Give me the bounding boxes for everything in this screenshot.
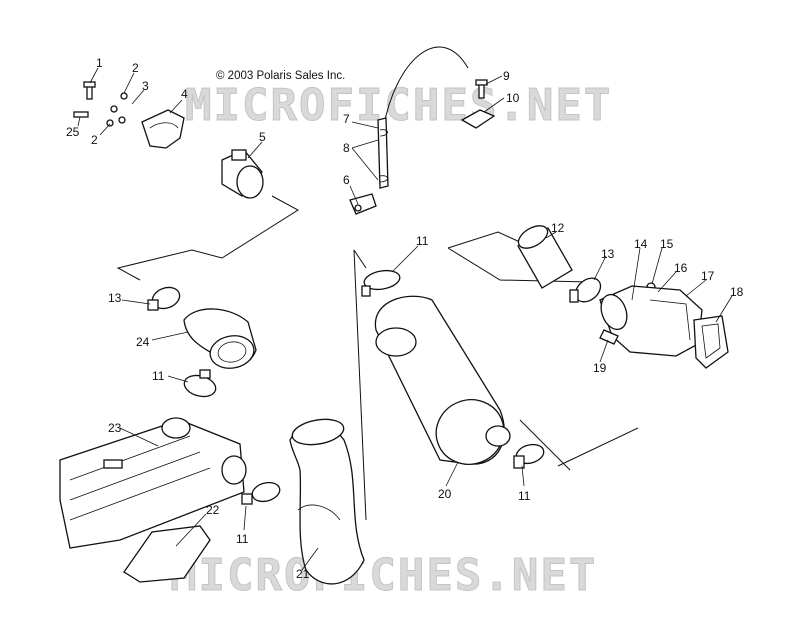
- part-screw-9: [475, 79, 488, 99]
- part-clamp-11-lower: [241, 481, 281, 505]
- callout-22: 22: [206, 503, 220, 517]
- callout-2-bottom: 2: [91, 133, 98, 147]
- callout-2-top: 2: [132, 61, 139, 75]
- cable-arc: [382, 46, 469, 131]
- callout-11-upper: 11: [416, 234, 429, 248]
- callout-23: 23: [108, 421, 122, 435]
- part-clamp-13-right: [569, 277, 602, 303]
- part-gasket-18: [693, 315, 729, 369]
- part-straps-6-7-8: [349, 117, 389, 215]
- callout-13-right: 13: [601, 247, 615, 261]
- callout-7: 7: [343, 112, 350, 126]
- callout-14: 14: [634, 237, 648, 251]
- part-washers-2-3: [106, 92, 128, 127]
- callout-25: 25: [66, 125, 80, 139]
- part-clamp-11-right: [513, 443, 545, 469]
- callout-16: 16: [674, 261, 688, 275]
- part-spigot-19: [599, 329, 619, 345]
- group-outline-left: [116, 195, 299, 281]
- watermark-bottom: MICROFICHES.NET: [170, 550, 597, 601]
- callout-20: 20: [438, 487, 452, 501]
- part-clamp-11-upper: [361, 269, 401, 297]
- part-bracket-4: [141, 109, 185, 149]
- callout-13-left: 13: [108, 291, 122, 305]
- callout-3: 3: [142, 79, 149, 93]
- part-clamp-11-left: [183, 369, 217, 398]
- callout-5: 5: [259, 130, 266, 144]
- callout-6: 6: [343, 173, 350, 187]
- callout-11-right: 11: [518, 489, 531, 503]
- callout-labels: 1 2 3 4 25 2 5 6 7 8 9 10 11 12 13 14 15…: [66, 56, 744, 581]
- callout-4: 4: [181, 87, 188, 101]
- part-muffler-20: [374, 295, 511, 465]
- part-manifold-23: [59, 417, 247, 549]
- leader-lines: [77, 67, 733, 571]
- part-tube-12: [517, 225, 573, 289]
- part-plate-10: [460, 109, 496, 129]
- callout-9: 9: [503, 69, 510, 83]
- part-outlet-17: [599, 285, 703, 357]
- callout-21: 21: [296, 567, 310, 581]
- part-bolt-25: [73, 111, 89, 118]
- callout-19: 19: [593, 361, 607, 375]
- part-bolt-1: [83, 81, 96, 100]
- part-elbow-24: [183, 308, 257, 369]
- part-coupler-5: [221, 149, 264, 199]
- callout-1: 1: [96, 56, 103, 70]
- callout-18: 18: [730, 285, 744, 299]
- callout-11-left: 11: [152, 369, 165, 383]
- copyright-text: © 2003 Polaris Sales Inc.: [216, 70, 345, 82]
- part-gasket-22: [123, 525, 211, 583]
- group-outline-center: [353, 249, 367, 521]
- callout-11-lower: 11: [236, 532, 249, 546]
- part-hose-21: [289, 418, 365, 585]
- callout-15: 15: [660, 237, 674, 251]
- part-clamp-13-left: [147, 286, 181, 311]
- callout-24: 24: [136, 335, 150, 349]
- callout-10: 10: [506, 91, 520, 105]
- group-outline-right: [447, 231, 639, 471]
- callout-8: 8: [343, 141, 350, 155]
- callout-17: 17: [701, 269, 715, 283]
- watermark-top: MICROFICHES.NET: [185, 80, 612, 131]
- callout-12: 12: [551, 221, 565, 235]
